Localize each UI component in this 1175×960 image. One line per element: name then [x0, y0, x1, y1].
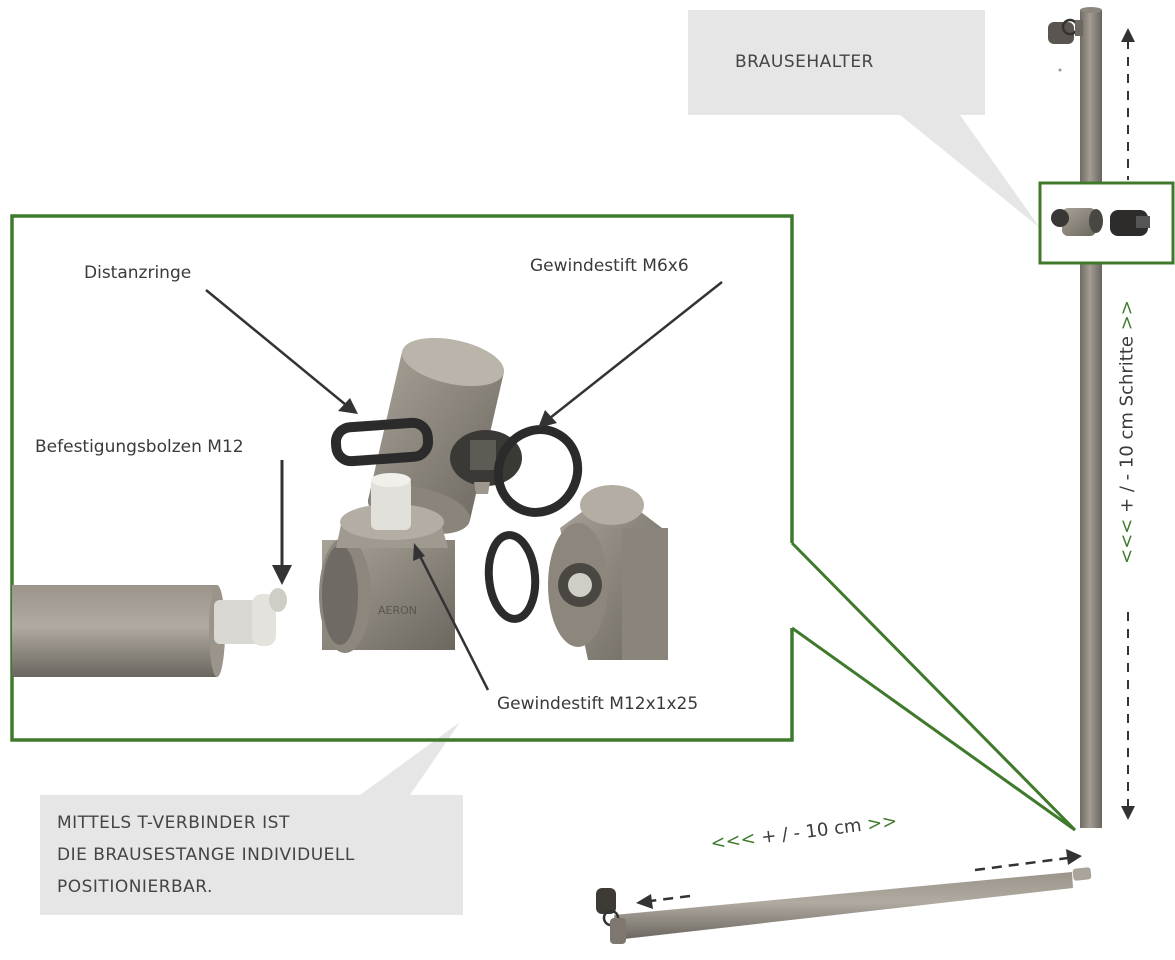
dim-right-marks: >> [865, 810, 899, 836]
exploded-parts: AERON [12, 337, 668, 677]
dim-right-marks: >> [1116, 300, 1138, 331]
frame-connector-line [791, 626, 1076, 832]
label-distanzringe: Distanzringe [84, 263, 192, 283]
callout-bottom-box [40, 722, 463, 915]
horizontal-shower-bar [596, 867, 1092, 944]
detail-frame [10, 214, 794, 742]
vertical-dimension-arrow [1121, 28, 1135, 820]
elbow-piece [548, 485, 668, 660]
frame-connector-line [790, 541, 1077, 832]
t-connector: AERON [319, 473, 455, 653]
vertical-shower-bar [1048, 7, 1102, 828]
leader-lines [205, 281, 723, 691]
distance-ring [484, 531, 540, 623]
dim-text: + / - 10 cm Schritte [1116, 330, 1138, 519]
top-holder-icon [1048, 18, 1083, 44]
horizontal-dimension-arrow [636, 849, 1082, 909]
callout-top-box [688, 10, 1040, 228]
distance-ring [330, 417, 434, 467]
callout-top-text: BRAUSEHALTER [735, 52, 874, 72]
set-screw-m6 [474, 482, 490, 494]
label-befestigungsbolzen: Befestigungsbolzen M12 [35, 437, 244, 457]
label-gewindestift-m6: Gewindestift M6x6 [530, 256, 689, 276]
mounting-bolt [214, 588, 287, 646]
part-marking: AERON [378, 604, 417, 617]
holder-detail-box [1038, 181, 1175, 265]
callout-bottom-line: DIE BRAUSESTANGE INDIVIDUELL [57, 845, 355, 865]
callout-bottom-line: POSITIONIERBAR. [57, 877, 213, 897]
vertical-dimension-label: <<< + / - 10 cm Schritte >> [1117, 300, 1138, 564]
callout-bottom-line: MITTELS T-VERBINDER IST [57, 813, 290, 833]
distance-ring [493, 425, 583, 517]
dim-left-marks: <<< [1116, 518, 1138, 564]
pipe-end [12, 585, 217, 677]
label-gewindestift-m12: Gewindestift M12x1x25 [497, 694, 699, 714]
bottom-holder-icon [596, 888, 626, 944]
